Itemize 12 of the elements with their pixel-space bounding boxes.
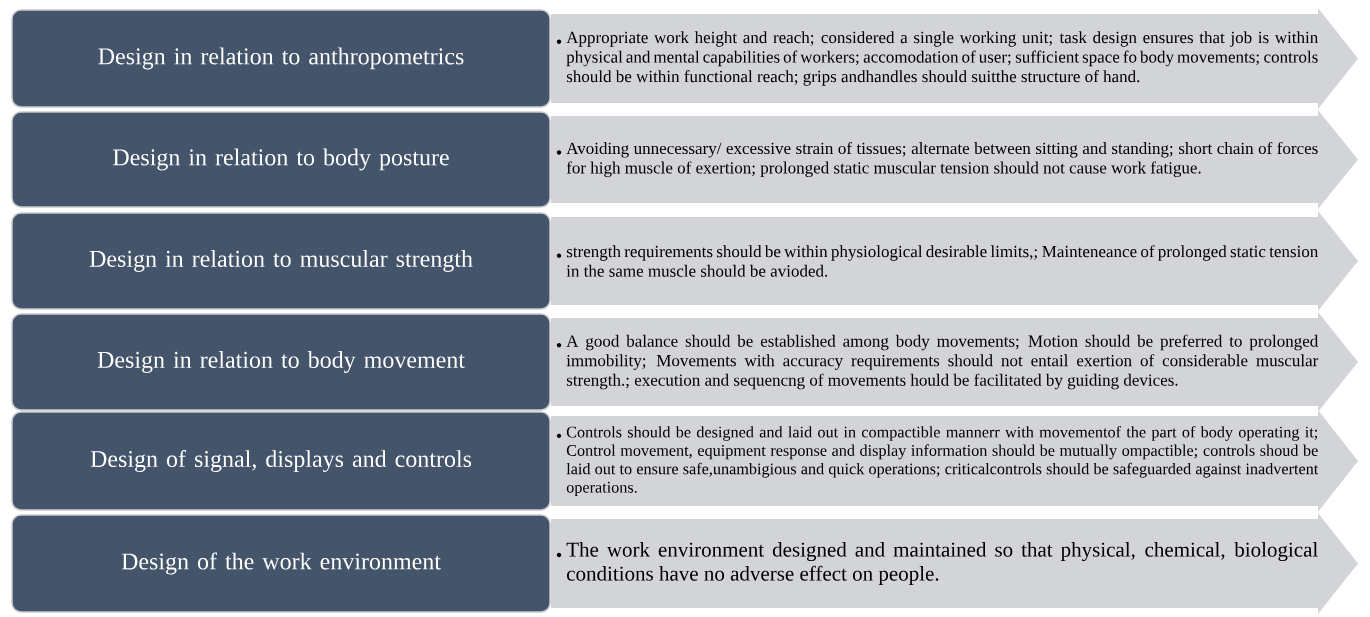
category-box: Design of the work environment [11, 514, 551, 613]
category-box: Design in relation to body posture [11, 111, 551, 208]
category-box: Design in relation to body movement [11, 313, 551, 411]
arrow-band: Avoiding unnecessary/ excessive strain of tissues; alternate between sitting and standing; short chain of forces for high muscle of exertion; prolonged static muscular tension should not cause work fatigue. [551, 110, 1358, 209]
arrow-band: Appropriate work height and reach; considered a single working unit; task design ensures that job is within physical and mental capabilities of workers; accomodation of user; sufficient space fo body movements; controls should be within functional reach; grips andhandles should suitthe structure of hand. [551, 8, 1358, 109]
arrow-band: Controls should be designed and laid out in compactible mannerr with movementof the part of body operating it; Control movement, equipment response and display information should be mutually ompactible; controls shoud be laid out to ensure safe,unambigious and quick operations; criticalcontrols should be safeguarded against inadvertent operations. [551, 410, 1358, 512]
arrow-band: The work environment designed and maintained so that physical, chemical, biological conditions have no adverse effect on people. [551, 513, 1358, 614]
arrow-band: strength requirements should be within physiological desirable limits,; Mainteneance of prolonged static tension in the same muscle should be avioded. [551, 211, 1358, 311]
category-box: Design in relation to muscular strength [11, 212, 551, 310]
category-box: Design in relation to anthropometrics [11, 9, 551, 108]
category-box: Design of signal, displays and controls [11, 411, 551, 511]
arrow-band: A good balance should be established among body movements; Motion should be preferred to prolonged immobility; Movements with accuracy requirements should not entail exertion of considerable muscular strength.; execution and sequencng of movements hould be facilitated by guiding devices. [551, 312, 1358, 412]
